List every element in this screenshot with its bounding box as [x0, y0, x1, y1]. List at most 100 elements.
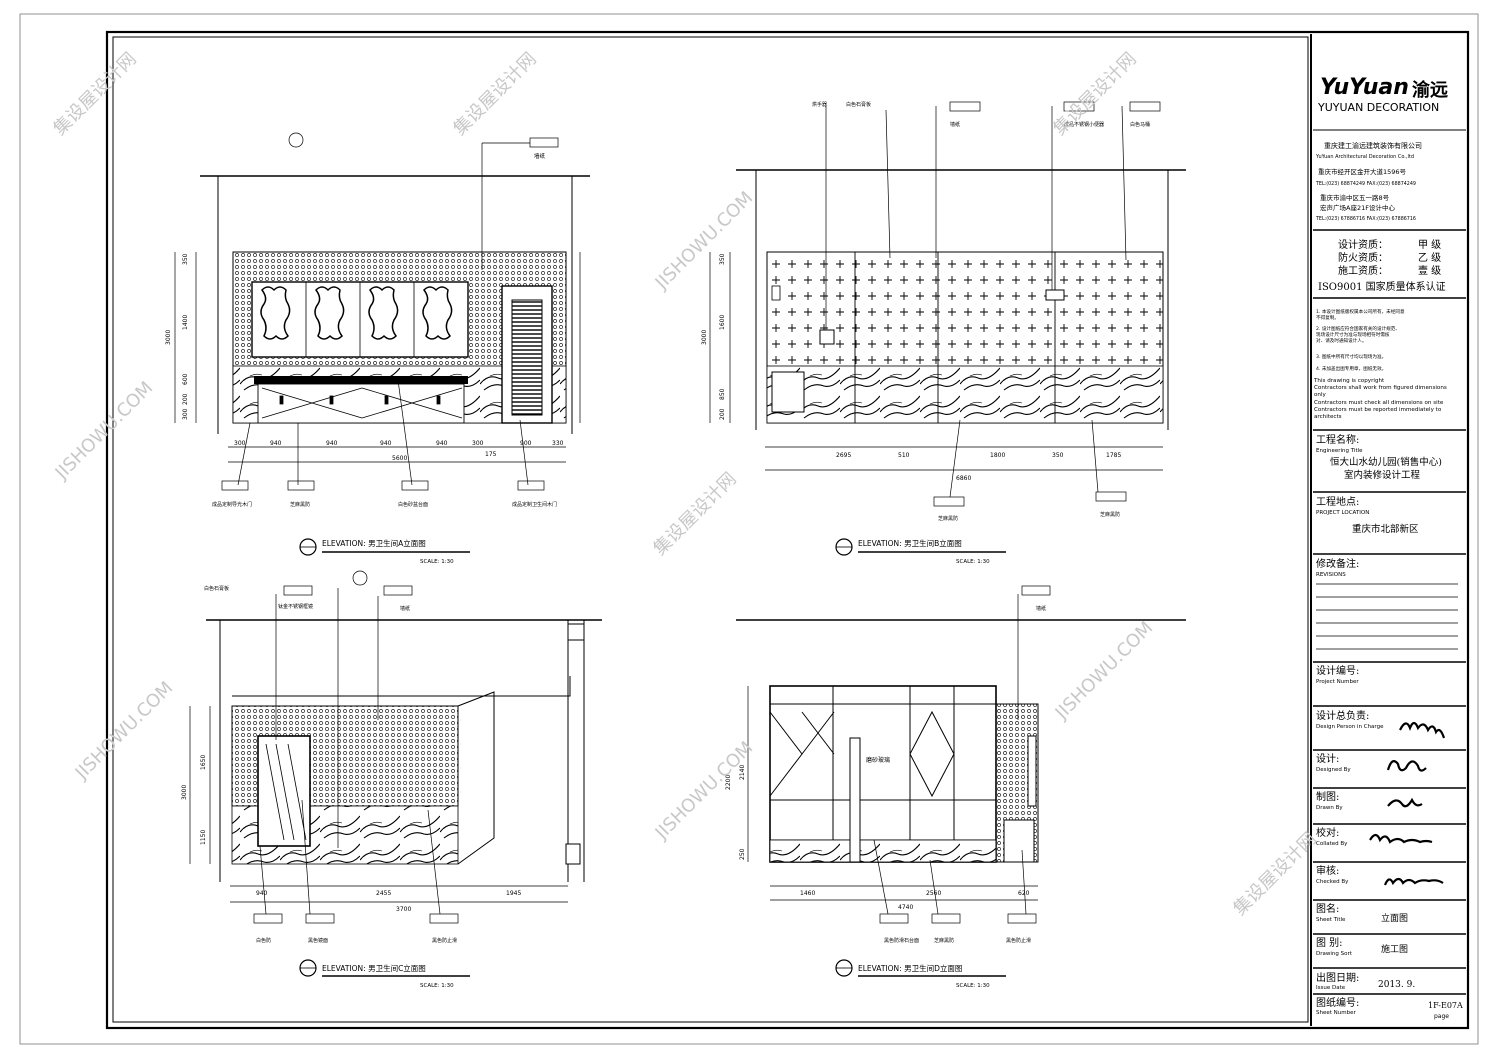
svg-text:350: 350 — [719, 253, 726, 265]
svg-text:白色砂盆台面: 白色砂盆台面 — [398, 501, 428, 508]
svg-text:1. 本设计图纸版权属本公司所有，未经同意: 1. 本设计图纸版权属本公司所有，未经同意 — [1316, 308, 1405, 315]
dims-a: 300 940 940 940 940 300 900 330 5600 175… — [165, 253, 564, 462]
svg-text:This drawing is copyright: This drawing is copyright — [1313, 378, 1385, 384]
svg-text:2140: 2140 — [739, 765, 746, 780]
signature-drafter — [1387, 797, 1423, 808]
svg-text:300: 300 — [472, 440, 484, 447]
svg-text:甲 级: 甲 级 — [1418, 239, 1441, 251]
svg-text:620: 620 — [1018, 890, 1030, 897]
framed-mirror — [257, 735, 311, 847]
project-location: 重庆市北部新区 — [1352, 523, 1419, 535]
svg-text:300: 300 — [182, 408, 189, 420]
svg-text:2200: 2200 — [725, 775, 732, 790]
marble-dado — [766, 365, 1164, 424]
dimension-lines-b — [709, 252, 1163, 471]
address-2b: 宏声广场A座21F设计中心 — [1320, 203, 1395, 212]
svg-text:Collated By: Collated By — [1316, 841, 1348, 847]
svg-text:芝麻黑防: 芝麻黑防 — [1100, 511, 1120, 518]
svg-text:2455: 2455 — [376, 890, 391, 897]
signature-design-lead — [1399, 721, 1446, 739]
title-block: YuYuan 渝远 YUYUAN DECORATION 重庆建工渝远建筑装饰有限… — [1313, 75, 1466, 1020]
svg-text:1800: 1800 — [990, 452, 1005, 459]
svg-text:1785: 1785 — [1106, 452, 1121, 459]
svg-text:Designed By: Designed By — [1316, 767, 1351, 773]
svg-text:墙纸: 墙纸 — [534, 152, 546, 160]
elevation-a-title: ELEVATION: 男卫生间A立面图 — [322, 538, 426, 548]
engineering-title: 恒大山水幼儿园(销售中心) — [1330, 456, 1442, 468]
drawing-sort: 施工图 — [1381, 943, 1408, 955]
svg-text:REVISIONS: REVISIONS — [1316, 572, 1346, 578]
hand-dryer — [819, 329, 835, 345]
svg-text:1600: 1600 — [719, 315, 726, 330]
svg-text:200: 200 — [719, 408, 726, 420]
svg-text:Drawn By: Drawn By — [1316, 805, 1343, 811]
svg-text:1460: 1460 — [800, 890, 815, 897]
vanity-counter — [254, 376, 468, 384]
svg-text:图纸编号:: 图纸编号: — [1316, 996, 1359, 1009]
svg-text:600: 600 — [182, 373, 189, 385]
svg-text:防火资质：: 防火资质： — [1338, 251, 1388, 264]
svg-text:330: 330 — [552, 440, 564, 447]
toilet — [771, 371, 805, 413]
svg-text:设计:: 设计: — [1316, 752, 1339, 765]
svg-text:940: 940 — [436, 440, 448, 447]
dims-c: 940 2455 1945 3700 1650 1150 3000 — [181, 755, 521, 913]
address-2a: 重庆市渝中区五一路8号 — [1320, 193, 1390, 202]
tel-2: TEL:(023) 67886716 FAX:(023) 67886716 — [1315, 216, 1416, 222]
svg-text:3000: 3000 — [701, 330, 708, 345]
svg-text:250: 250 — [739, 848, 746, 860]
svg-text:Issue Date: Issue Date — [1316, 985, 1346, 991]
svg-text:Project Number: Project Number — [1316, 679, 1359, 685]
svg-text:墙纸: 墙纸 — [1036, 605, 1046, 612]
svg-text:4740: 4740 — [898, 904, 913, 911]
signature-checker — [1383, 877, 1444, 886]
svg-text:940: 940 — [256, 890, 268, 897]
svg-text:3000: 3000 — [165, 330, 172, 345]
svg-text:2560: 2560 — [926, 890, 941, 897]
elevation-d: 磨砂玻璃 1460 2560 620 4740 2140 250 2200 墙纸… — [725, 585, 1186, 989]
svg-text:芝麻黑防: 芝麻黑防 — [938, 515, 958, 522]
svg-text:940: 940 — [380, 440, 392, 447]
svg-text:墙纸: 墙纸 — [950, 121, 960, 128]
ornate-mirrors — [260, 282, 453, 357]
svg-text:成品不锈钢小便器: 成品不锈钢小便器 — [1064, 121, 1104, 128]
svg-text:900: 900 — [520, 440, 532, 447]
company-name: 重庆建工渝远建筑装饰有限公司 — [1324, 141, 1422, 150]
svg-text:图名:: 图名: — [1316, 902, 1339, 915]
elevation-c-scale: SCALE: 1:30 — [420, 983, 454, 989]
inner-frame — [112, 36, 1309, 1023]
elevation-b-title: ELEVATION: 男卫生间B立面图 — [858, 538, 962, 548]
svg-text:对、请及时通知设计人。: 对、请及时通知设计人。 — [1316, 337, 1367, 344]
address-1: 重庆市经开区金开大道1596号 — [1318, 167, 1407, 176]
svg-text:1400: 1400 — [182, 315, 189, 330]
svg-text:Sheet Number: Sheet Number — [1316, 1010, 1356, 1016]
signature-designer — [1386, 760, 1427, 772]
svg-text:Contractors must be reported i: Contractors must be reported immediately… — [1314, 407, 1442, 413]
sheet-title: 立面图 — [1381, 912, 1408, 924]
company-name-en: YuYuan Architectural Decoration Co.,ltd — [1315, 154, 1414, 160]
issue-date: 2013. 9. — [1378, 980, 1415, 990]
svg-text:成品定制卫生间木门: 成品定制卫生间木门 — [512, 501, 557, 508]
svg-text:室内装修设计工程: 室内装修设计工程 — [1344, 469, 1421, 481]
svg-text:黑色防滑石台面: 黑色防滑石台面 — [884, 937, 919, 944]
svg-text:6860: 6860 — [956, 475, 971, 482]
svg-text:5600: 5600 — [392, 455, 407, 462]
svg-text:Design Person in Charge: Design Person in Charge — [1316, 724, 1384, 730]
qualifications: 设计资质： 甲 级 防火资质： 乙 级 施工资质： 壹 级 ISO9001 国家… — [1318, 238, 1446, 293]
svg-text:1650: 1650 — [200, 755, 207, 770]
svg-text:3. 图纸中所有尺寸均以现场为准。: 3. 图纸中所有尺寸均以现场为准。 — [1316, 353, 1386, 360]
svg-text:校对:: 校对: — [1316, 826, 1339, 839]
elevation-c: 940 2455 1945 3700 1650 1150 3000 白色石膏板 … — [181, 570, 602, 989]
svg-text:510: 510 — [898, 452, 910, 459]
svg-text:乙 级: 乙 级 — [1418, 252, 1441, 264]
svg-text:白色马桶: 白色马桶 — [1130, 121, 1150, 128]
svg-text:工程地点:: 工程地点: — [1316, 495, 1359, 508]
svg-text:Contractors must check all dim: Contractors must check all dimensions on… — [1314, 400, 1444, 406]
svg-text:3000: 3000 — [181, 785, 188, 800]
dimension-lines-c — [189, 706, 568, 903]
engineering-title-label: 工程名称: — [1316, 433, 1359, 446]
svg-text:Engineering Title: Engineering Title — [1316, 448, 1363, 454]
svg-text:烘手器: 烘手器 — [812, 101, 827, 108]
svg-text:page: page — [1434, 1013, 1449, 1020]
elevation-d-scale: SCALE: 1:30 — [956, 983, 990, 989]
